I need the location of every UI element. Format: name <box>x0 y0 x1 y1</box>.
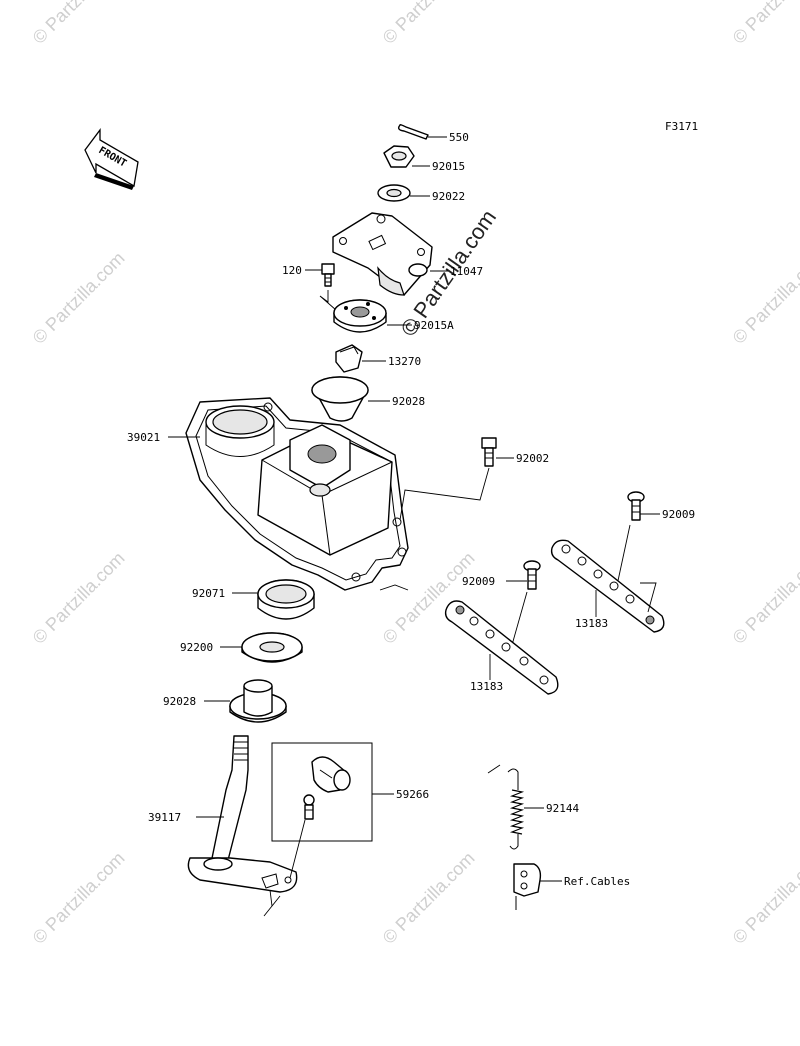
housing-39021 <box>168 397 409 591</box>
part-label-120: 120 <box>282 264 302 277</box>
part-label-92200: 92200 <box>180 641 213 654</box>
cables-reference-label: Ref.Cables <box>564 875 630 888</box>
part-label-92015A: 92015A <box>414 319 454 332</box>
watermark-text: © Partzilla.com <box>29 548 129 648</box>
watermark-text: © Partzilla.com <box>379 0 479 48</box>
part-label-13183-right: 13183 <box>575 617 608 630</box>
watermark-text: © Partzilla.com <box>729 248 800 348</box>
watermark-text: © Partzilla.com <box>29 248 129 348</box>
bolt-92009-right <box>615 491 660 591</box>
washer-92022 <box>377 184 430 202</box>
part-label-550: 550 <box>449 131 469 144</box>
part-label-92009-middle: 92009 <box>462 575 495 588</box>
castle-nut-92015 <box>383 145 430 168</box>
part-label-92028-top: 92028 <box>392 395 425 408</box>
spring-92144 <box>487 764 544 850</box>
part-label-39021: 39021 <box>127 431 160 444</box>
bushing-13270 <box>335 344 386 373</box>
part-label-13270: 13270 <box>388 355 421 368</box>
watermark-text: © Partzilla.com <box>29 848 129 948</box>
nut-92015A <box>333 299 412 333</box>
bushing-92028-top <box>311 376 390 422</box>
part-label-39117: 39117 <box>148 811 181 824</box>
part-label-92002: 92002 <box>516 452 549 465</box>
front-arrow-icon: FRONT <box>84 128 139 190</box>
part-label-92144: 92144 <box>546 802 579 815</box>
part-label-92009-right: 92009 <box>662 508 695 521</box>
diagram-code: F3171 <box>665 120 698 133</box>
watermark-text: © Partzilla.com <box>729 848 800 948</box>
watermark-text: © Partzilla.com <box>379 848 479 948</box>
bolt-92009-middle <box>506 560 541 653</box>
watermark-text: © Partzilla.com <box>729 0 800 48</box>
cotter-pin-550 <box>397 124 447 140</box>
bracket-11047 <box>332 212 448 296</box>
bolt-120 <box>305 263 337 311</box>
part-label-92022: 92022 <box>432 190 465 203</box>
seal-92071 <box>232 579 315 620</box>
shaft-39117 <box>187 735 298 917</box>
bolt-92002 <box>399 437 514 521</box>
part-label-11047: 11047 <box>450 265 483 278</box>
plate-13183-middle <box>444 600 559 695</box>
part-label-13183-middle: 13183 <box>470 680 503 693</box>
watermark-text: © Partzilla.com <box>29 0 129 48</box>
part-label-59266: 59266 <box>396 788 429 801</box>
watermark-text: © Partzilla.com <box>729 548 800 648</box>
watermark-layer: © Partzilla.com © Partzilla.com © Partzi… <box>29 0 800 948</box>
cable-clip-ref <box>513 863 562 910</box>
plate-13183-right <box>550 539 665 633</box>
bushing-92028-bottom <box>204 679 287 723</box>
washer-92200 <box>220 632 303 663</box>
part-label-92015: 92015 <box>432 160 465 173</box>
part-label-92028-bottom: 92028 <box>163 695 196 708</box>
part-label-92071: 92071 <box>192 587 225 600</box>
kit-59266 <box>271 742 394 879</box>
